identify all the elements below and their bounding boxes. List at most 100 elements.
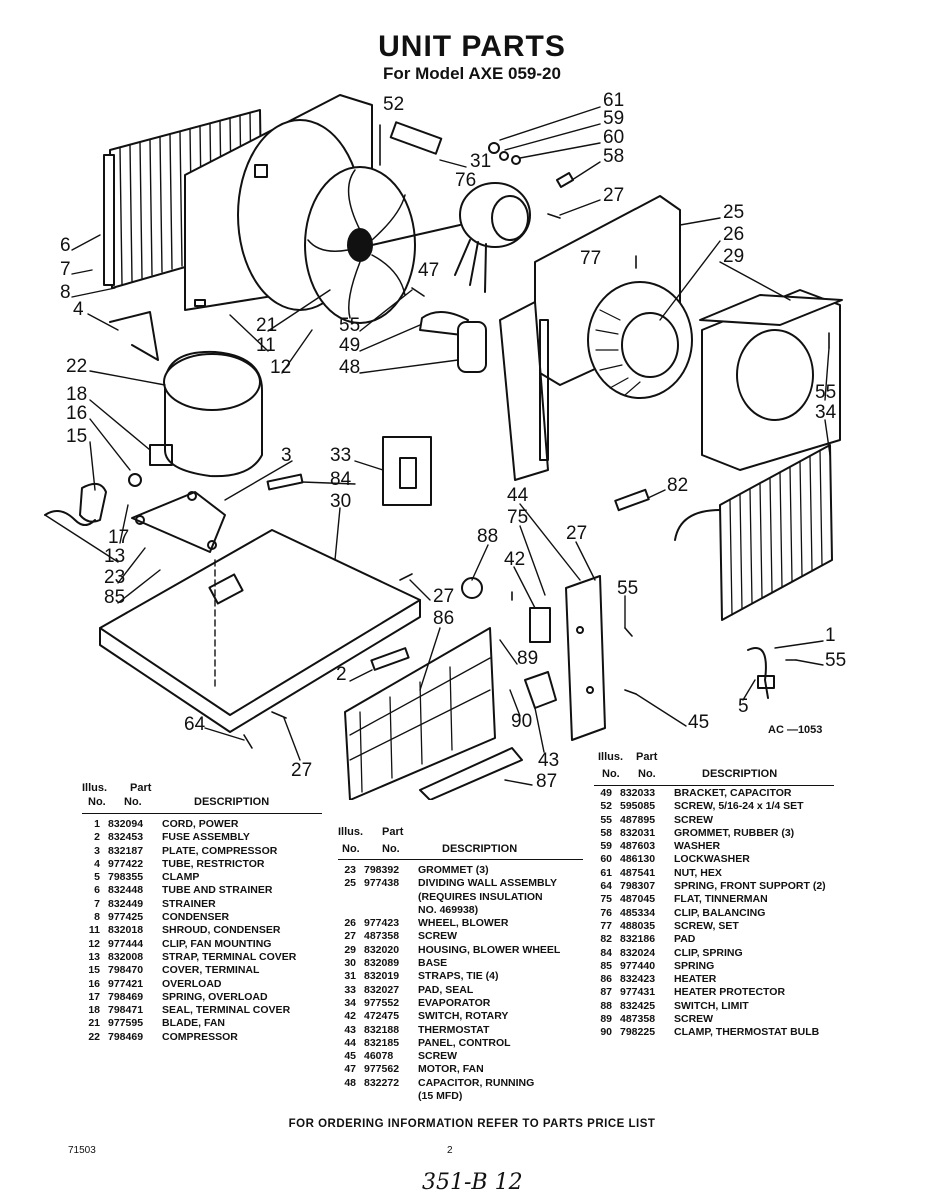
illus-number: 86 [600, 973, 612, 986]
illus-number: 26 [344, 917, 356, 930]
part-number: 487358 [620, 1013, 656, 1026]
parts-row: (15 MFD) [338, 1090, 583, 1103]
callout-label: 7 [60, 259, 71, 280]
illus-number: 43 [344, 1023, 356, 1036]
callout-label: 55 [339, 315, 360, 336]
part-description: COVER, TERMINAL [162, 964, 260, 977]
col-no: No. [382, 843, 400, 855]
part-description: CAPACITOR, RUNNING [418, 1076, 535, 1089]
part-description: DIVIDING WALL ASSEMBLY [418, 877, 558, 890]
illus-number: 31 [344, 970, 356, 983]
illus-number: 15 [88, 964, 100, 977]
part-description: CLAMP, THERMOSTAT BULB [674, 1026, 820, 1039]
callout-label: 90 [511, 711, 532, 732]
illus-number: 48 [344, 1076, 356, 1089]
part-number: 977422 [108, 857, 144, 870]
illus-number: 13 [88, 950, 100, 963]
part-number: 977440 [620, 959, 656, 972]
callout-label: 26 [723, 224, 744, 245]
illus-number: 58 [600, 826, 612, 839]
col-no: No. [88, 796, 106, 808]
callout-label: 59 [603, 108, 624, 129]
compressor-illustration [149, 350, 263, 478]
part-number: 487895 [620, 813, 656, 826]
illus-number: 12 [88, 937, 100, 950]
illus-number: 11 [88, 924, 100, 937]
part-number: 832185 [364, 1036, 400, 1049]
illus-number: 2 [94, 831, 100, 844]
callout-label: 4 [73, 299, 84, 320]
part-description: FUSE ASSEMBLY [162, 831, 250, 844]
illus-number: 1 [94, 818, 100, 830]
part-description: FLAT, TINNERMAN [674, 893, 768, 906]
callout-label: 64 [184, 714, 206, 735]
callout-label: 49 [339, 335, 360, 356]
part-description: (15 MFD) [418, 1090, 463, 1103]
part-number: 486130 [620, 853, 656, 866]
callout-label: 8 [60, 282, 71, 303]
callout-label: 13 [104, 546, 125, 567]
illus-number: 88 [600, 999, 612, 1012]
illus-number: 5 [94, 871, 100, 884]
illus-number: 44 [344, 1036, 356, 1049]
callout-label: 88 [477, 526, 498, 547]
part-number: 798469 [108, 990, 144, 1003]
part-description: HEATER [674, 973, 717, 986]
callout-label: 34 [815, 402, 837, 423]
illus-number: 33 [344, 983, 356, 996]
part-description: OVERLOAD [162, 977, 222, 990]
col-part: Part [636, 751, 658, 763]
part-number: 487603 [620, 840, 656, 853]
part-description: SEAL, TERMINAL COVER [162, 1004, 291, 1017]
part-description: CLAMP [162, 871, 200, 884]
callout-label: 75 [507, 507, 528, 528]
part-number: 832008 [108, 950, 144, 963]
part-description: NUT, HEX [674, 866, 722, 879]
part-number: 798471 [108, 1004, 144, 1017]
part-description: SCREW [418, 1050, 458, 1063]
part-description: CLIP, BALANCING [674, 906, 766, 919]
illus-number: 8 [94, 911, 100, 924]
part-number: 472475 [364, 1010, 400, 1023]
part-description: TUBE, RESTRICTOR [162, 857, 265, 870]
part-description: SPRING, OVERLOAD [162, 990, 268, 1003]
callout-label: 31 [470, 151, 491, 172]
part-number: 595085 [620, 800, 656, 813]
callout-label: 84 [330, 469, 352, 490]
part-number: 832187 [108, 844, 144, 857]
callout-label: 48 [339, 357, 360, 378]
part-number: 46078 [364, 1050, 394, 1063]
part-description: NO. 469938) [418, 903, 479, 916]
parts-row: NO. 469938) [338, 904, 583, 917]
part-description: SCREW [674, 1013, 714, 1026]
illus-number: 76 [600, 906, 612, 919]
part-number: 977562 [364, 1063, 400, 1076]
heater-illustration [344, 627, 496, 800]
col-description: DESCRIPTION [702, 768, 778, 780]
col-part: Part [130, 782, 152, 794]
part-number: 487541 [620, 866, 656, 879]
illus-number: 90 [600, 1026, 612, 1039]
part-number: 832033 [620, 787, 656, 799]
part-description: CLIP, FAN MOUNTING [162, 937, 272, 950]
diagram-code: AC —1053 [768, 724, 823, 736]
callout-label: 30 [330, 491, 351, 512]
illus-number: 89 [600, 1013, 612, 1026]
part-description: (REQUIRES INSULATION [418, 890, 543, 903]
part-number: 798225 [620, 1026, 656, 1039]
part-description: GROMMET, RUBBER (3) [674, 826, 795, 839]
